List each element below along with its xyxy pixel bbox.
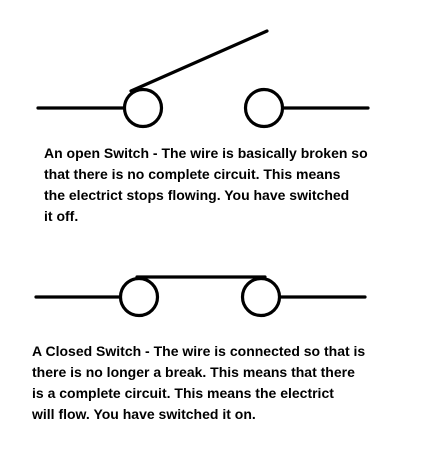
closed-right-terminal [240, 276, 282, 318]
open-switch-lever [129, 29, 269, 93]
closed-switch-symbol [34, 275, 367, 318]
open-left-terminal [122, 87, 164, 129]
open-right-terminal [243, 87, 285, 129]
open-switch-symbol [36, 29, 370, 129]
open-switch-caption: An open Switch - The wire is basically b… [44, 145, 368, 224]
closed-switch-caption: A Closed Switch - The wire is connected … [32, 343, 366, 422]
closed-left-terminal [118, 276, 160, 318]
